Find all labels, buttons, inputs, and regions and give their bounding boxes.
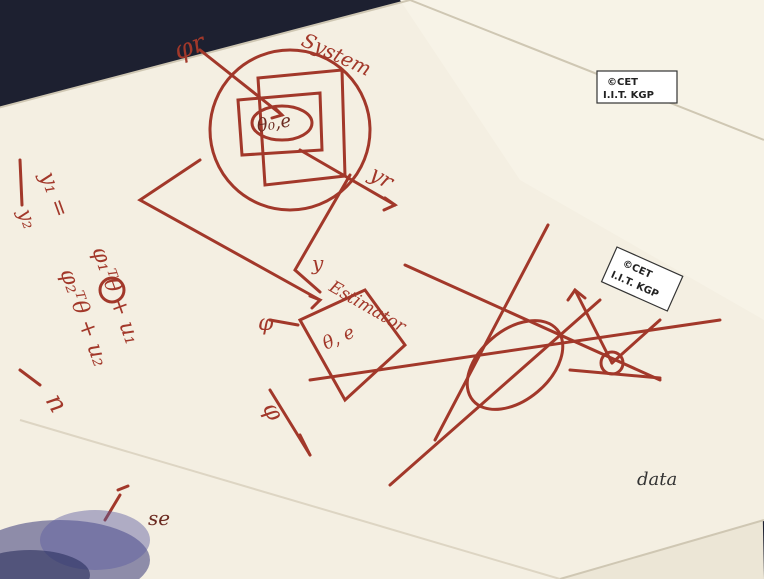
label-y: y (311, 251, 324, 275)
stamp-top-line1: ©CET (607, 77, 638, 88)
label-phi: φ (258, 311, 274, 336)
bracket-left (20, 160, 22, 205)
label-data: data (637, 469, 677, 490)
stamp-top-line2: I.I.T. KGP (603, 90, 654, 101)
cet-stamp-top: ©CET I.I.T. KGP (597, 71, 677, 103)
label-se: se (148, 506, 170, 530)
